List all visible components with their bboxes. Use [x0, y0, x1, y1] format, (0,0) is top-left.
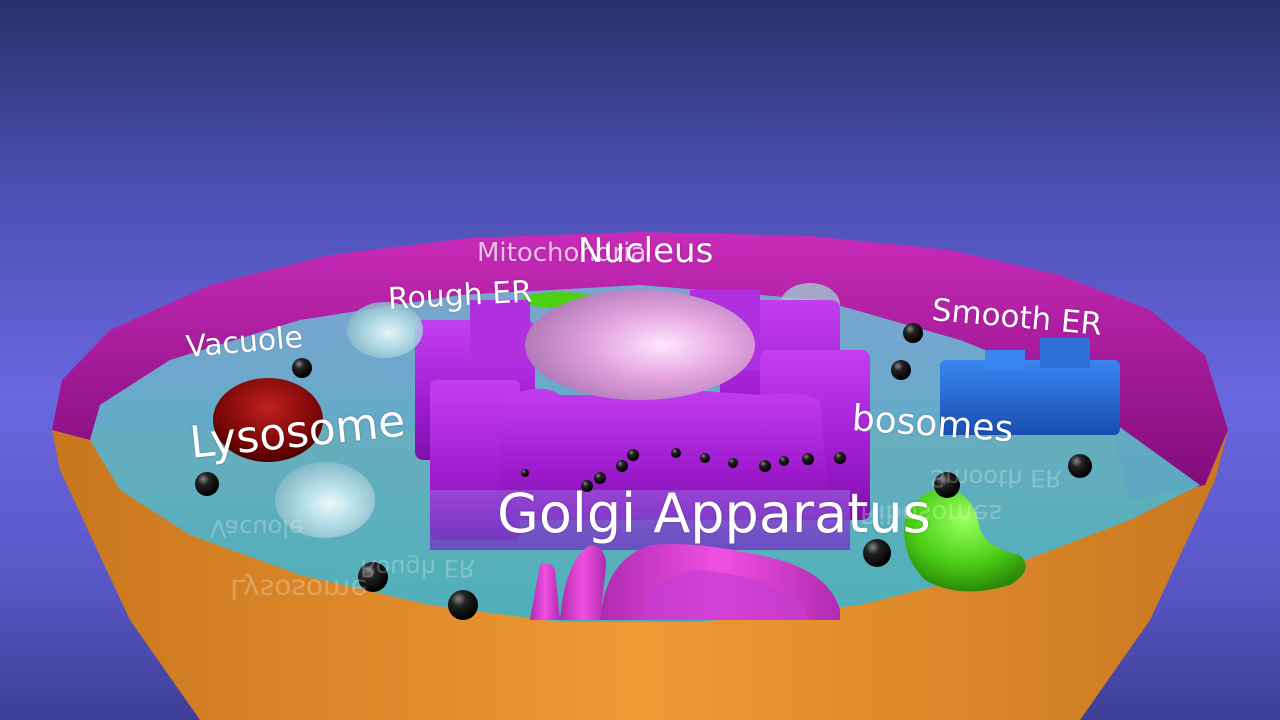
reflection-lysosome: Lysosome — [230, 573, 368, 606]
reflection-vacuole: Vacuole — [210, 514, 304, 542]
reflection-ribosomes: Ribosomes — [860, 498, 1002, 528]
cell-rim — [52, 232, 1228, 500]
label-nucleus: Nucleus — [578, 231, 714, 271]
reflection-smooth-er: Smooth ER — [930, 464, 1062, 492]
reflection-rough-er: Rough ER — [360, 554, 475, 582]
vacuole-top — [347, 302, 423, 358]
nucleus — [525, 290, 755, 400]
ribosomes — [195, 323, 1092, 620]
lysosome — [213, 378, 323, 462]
vacuole-bottom — [275, 462, 375, 538]
label-mitochondria: Mitochondria — [477, 238, 647, 268]
smooth-er — [940, 338, 1120, 435]
golgi-apparatus — [530, 544, 840, 620]
mitochondria — [904, 489, 1026, 592]
label-reflections: Vacuole Rough ER Lysosome Ribosomes Smoo… — [210, 464, 1062, 606]
label-golgi-apparatus: Golgi Apparatus — [497, 482, 931, 545]
